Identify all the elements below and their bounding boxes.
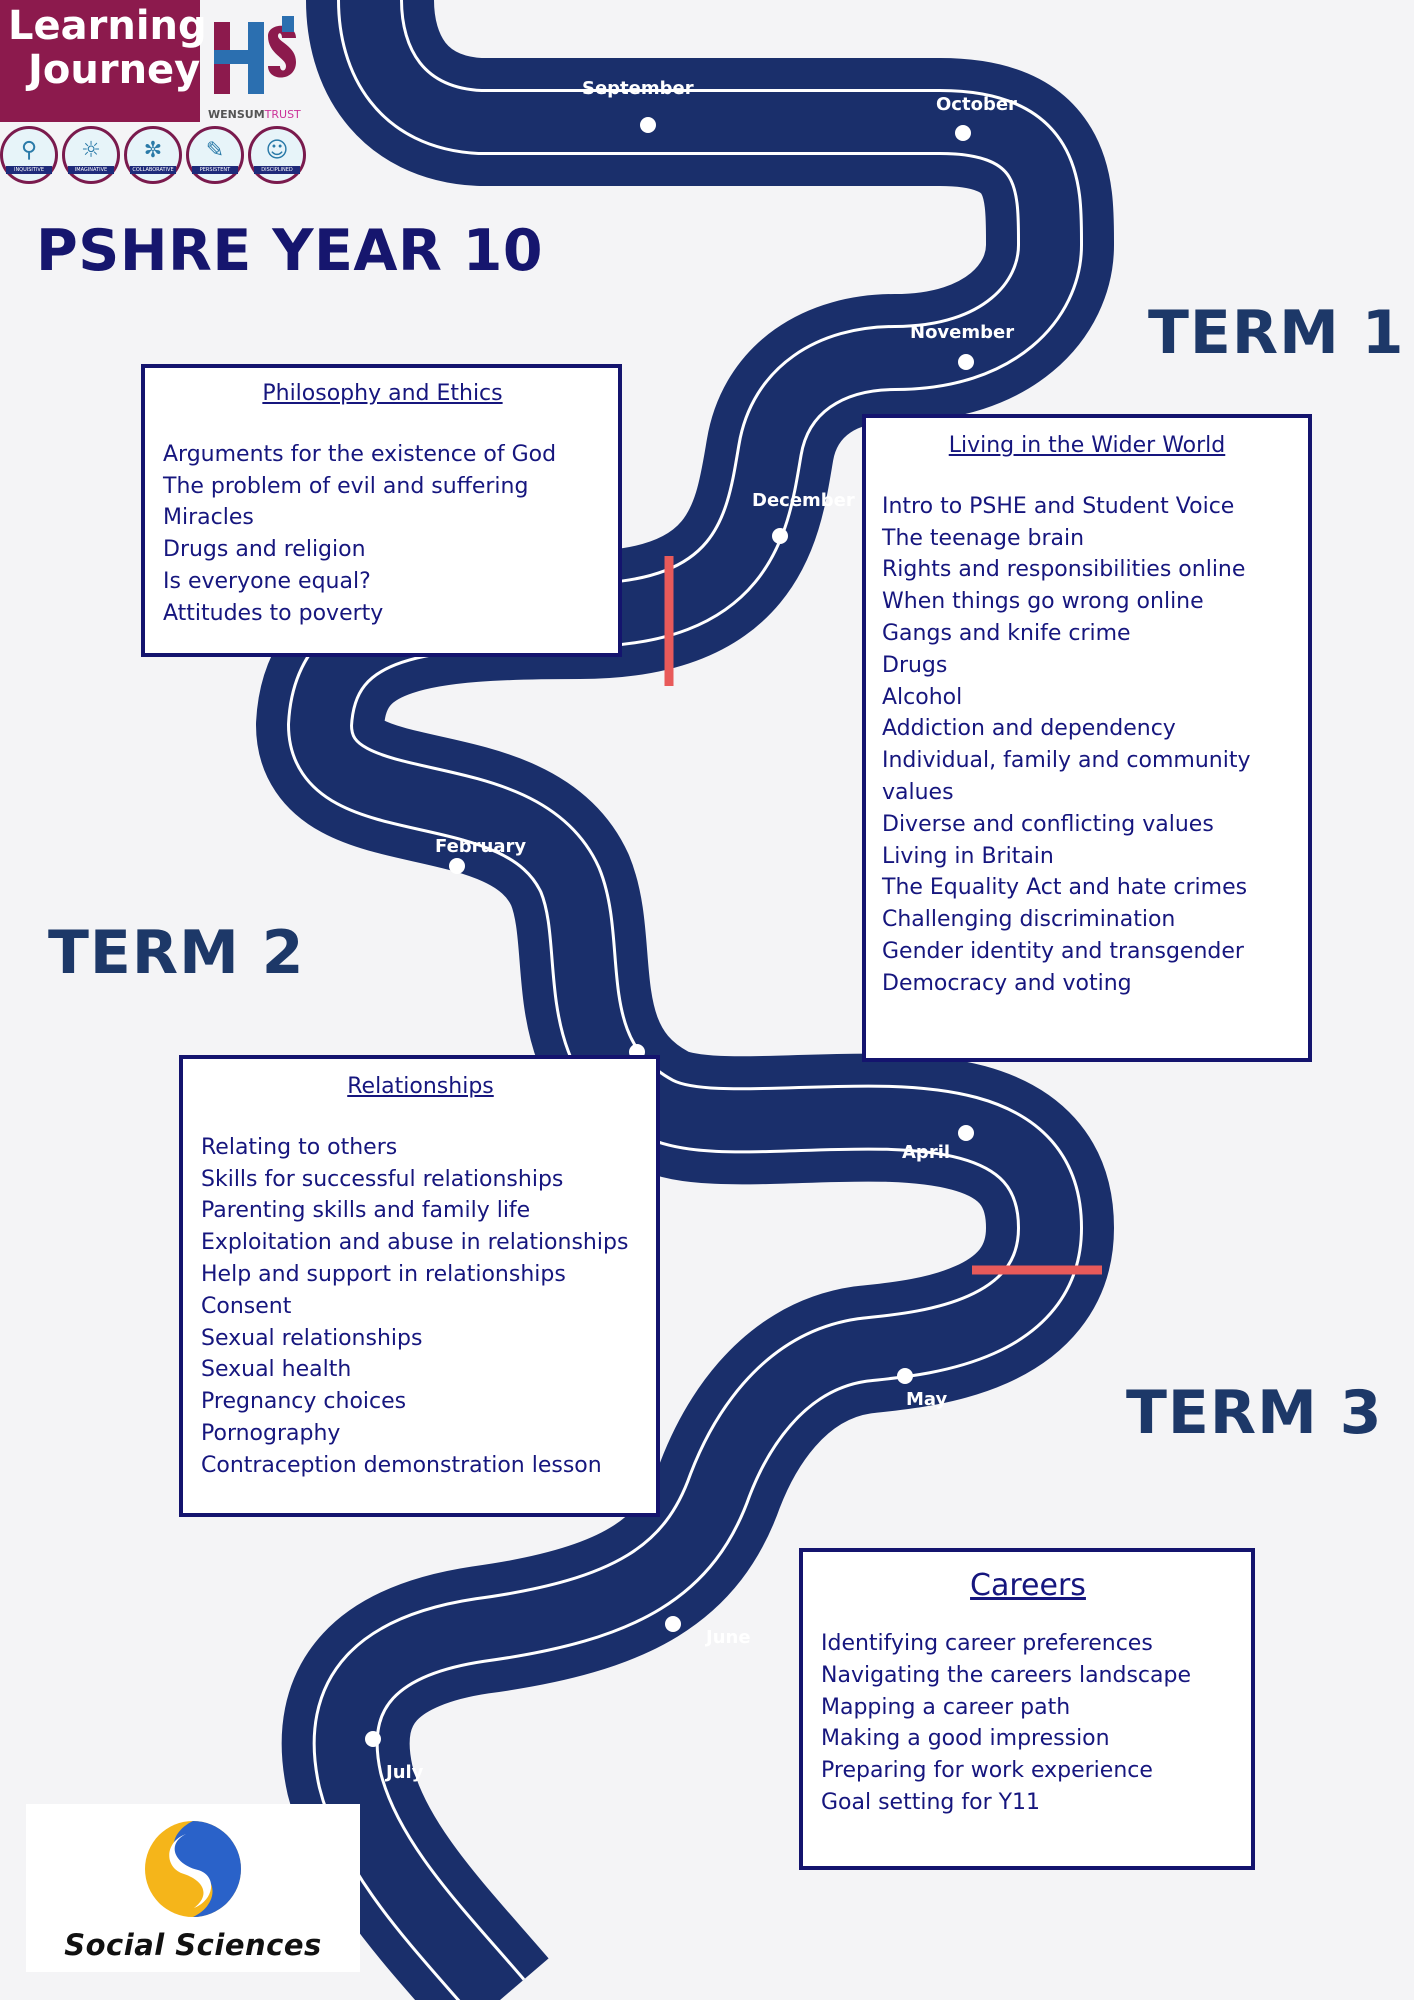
list-item: Challenging discrimination xyxy=(882,907,1176,933)
term-1-heading: TERM 1 xyxy=(1148,298,1405,368)
box-title: Relationships xyxy=(347,1074,494,1099)
list-item: Mapping a career path xyxy=(821,1694,1071,1720)
month-dot-july xyxy=(365,1731,381,1747)
trust-name: WENSUMTRUST xyxy=(208,108,301,121)
list-item: Skills for successful relationships xyxy=(201,1166,564,1192)
term-2-heading: TERM 2 xyxy=(48,918,305,988)
list-item: Pregnancy choices xyxy=(201,1389,407,1415)
month-dot-may xyxy=(897,1368,913,1384)
list-item: Attitudes to poverty xyxy=(163,600,384,626)
list-item: Diverse and conflicting values xyxy=(882,811,1214,837)
term-3-heading: TERM 3 xyxy=(1126,1378,1383,1448)
topic-list: Intro to PSHE and Student Voice The teen… xyxy=(882,491,1292,1000)
month-dot-december xyxy=(772,528,788,544)
month-dot-november xyxy=(958,354,974,370)
list-item: Drugs xyxy=(882,652,948,678)
list-item: Democracy and voting xyxy=(882,970,1132,996)
road-inner-fill xyxy=(290,0,1081,2000)
list-item: Exploitation and abuse in relationships xyxy=(201,1230,629,1256)
list-item: Goal setting for Y11 xyxy=(821,1789,1041,1815)
month-label-july: July xyxy=(386,1762,424,1783)
month-label-february: February xyxy=(435,836,527,857)
month-label-june: June xyxy=(706,1627,751,1648)
list-item: Drugs and religion xyxy=(163,537,366,563)
learning-journey-logo: Learning Journey xyxy=(0,0,207,122)
list-item: Sexual relationships xyxy=(201,1325,423,1351)
list-item: Relating to others xyxy=(201,1134,398,1160)
month-dot-june xyxy=(665,1616,681,1632)
logo-line1: Learning xyxy=(8,3,207,49)
list-item: Making a good impression xyxy=(821,1726,1110,1752)
box-title: Philosophy and Ethics xyxy=(262,381,503,406)
social-sciences-logo: Social Sciences xyxy=(26,1804,360,1972)
month-label-december: December xyxy=(752,490,855,511)
page-title: PSHRE YEAR 10 xyxy=(36,218,544,284)
topic-list: Identifying career preferences Navigatin… xyxy=(821,1628,1235,1819)
logo-line2: Journey xyxy=(28,47,201,93)
list-item: Addiction and dependency xyxy=(882,716,1176,742)
list-item: Pornography xyxy=(201,1420,341,1446)
social-sciences-text: Social Sciences xyxy=(64,1928,322,1962)
school-monogram-icon xyxy=(214,16,296,94)
list-item: Gender identity and transgender xyxy=(882,938,1244,964)
careers-box: Careers Identifying career preferences N… xyxy=(799,1548,1255,1870)
magnifier-icon: ⚲ xyxy=(20,137,38,163)
month-label-november: November xyxy=(910,322,1015,343)
list-item: Miracles xyxy=(163,505,254,531)
virtue-badge: ☼ IMAGINATIVE xyxy=(62,126,120,184)
list-item: Gangs and knife crime xyxy=(882,620,1131,646)
month-label-october: October xyxy=(936,94,1017,115)
list-item: Individual, family and community xyxy=(882,748,1251,774)
month-dot-february xyxy=(449,858,465,874)
virtue-badge: ✎ PERSISTENT xyxy=(186,126,244,184)
box-title: Careers xyxy=(970,1568,1086,1603)
notebook-icon: ✎ xyxy=(205,137,225,163)
list-item: Preparing for work experience xyxy=(821,1758,1153,1784)
school-crest-logo: WENSUMTRUST xyxy=(208,12,308,122)
group-icon: ✼ xyxy=(143,137,163,163)
box-title: Living in the Wider World xyxy=(948,433,1226,458)
list-item: Identifying career preferences xyxy=(821,1631,1153,1656)
wider-world-box: Living in the Wider World Intro to PSHE … xyxy=(862,414,1312,1062)
virtue-badge: ☺ DISCIPLINED xyxy=(248,126,306,184)
month-dot-october xyxy=(955,125,971,141)
list-item: Consent xyxy=(201,1293,292,1319)
list-item: Sexual health xyxy=(201,1357,352,1383)
head-brain-icon: ☺ xyxy=(265,137,289,163)
month-label-may: May xyxy=(906,1389,948,1410)
topic-list: Arguments for the existence of God The p… xyxy=(163,439,602,630)
list-item: The Equality Act and hate crimes xyxy=(882,875,1248,901)
lightbulb-head-icon: ☼ xyxy=(81,137,101,163)
virtue-badge: ⚲ INQUISITIVE xyxy=(0,126,58,184)
month-dot-april xyxy=(958,1125,974,1141)
list-item: Is everyone equal? xyxy=(163,568,371,594)
philosophy-ethics-box: Philosophy and Ethics Arguments for the … xyxy=(141,364,622,657)
list-item: Navigating the careers landscape xyxy=(821,1662,1192,1688)
relationships-box: Relationships Relating to others Skills … xyxy=(179,1055,660,1517)
list-item: Contraception demonstration lesson xyxy=(201,1452,602,1478)
list-item: Help and support in relationships xyxy=(201,1261,566,1287)
list-item: The problem of evil and suffering xyxy=(163,473,529,499)
list-item: When things go wrong online xyxy=(882,589,1204,615)
social-sciences-emblem-icon xyxy=(145,1821,241,1917)
list-item: Rights and responsibilities online xyxy=(882,557,1246,583)
list-item: Parenting skills and family life xyxy=(201,1198,531,1224)
month-label-april: April xyxy=(902,1142,951,1163)
list-item: Alcohol xyxy=(882,684,963,710)
list-item: Living in Britain xyxy=(882,843,1054,869)
list-item: The teenage brain xyxy=(882,525,1085,551)
topic-list: Relating to others Skills for successful… xyxy=(201,1132,640,1482)
virtue-badges: ⚲ INQUISITIVE ☼ IMAGINATIVE ✼ COLLABORAT… xyxy=(0,126,320,192)
month-dot-september xyxy=(640,117,656,133)
virtue-badge: ✼ COLLABORATIVE xyxy=(124,126,182,184)
month-label-september: September xyxy=(582,78,694,99)
list-item: Intro to PSHE and Student Voice xyxy=(882,493,1235,519)
list-item: values xyxy=(882,779,954,805)
list-item: Arguments for the existence of God xyxy=(163,441,557,467)
